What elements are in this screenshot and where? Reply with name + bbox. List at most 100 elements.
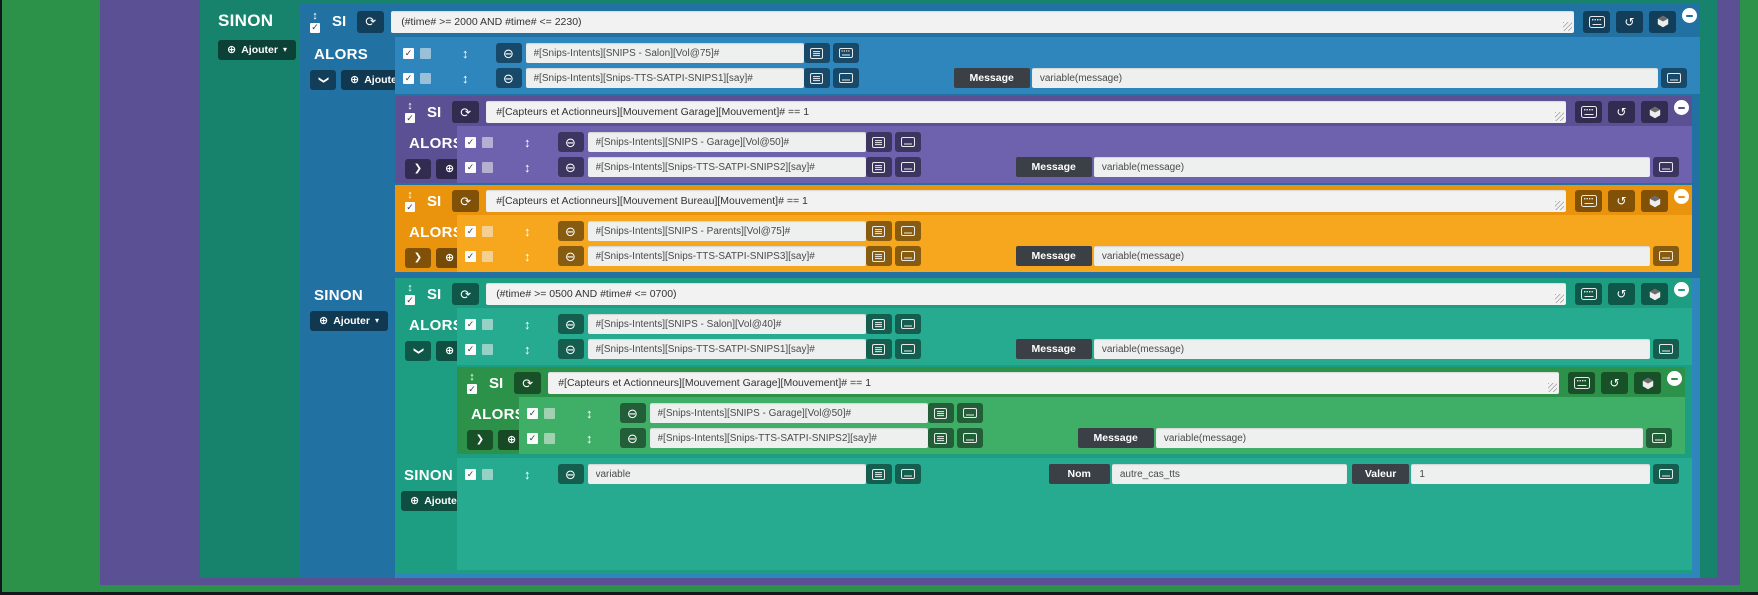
condition-checkbox[interactable]: ✓	[467, 384, 477, 394]
keyboard-button[interactable]	[894, 314, 921, 334]
action-checkbox[interactable]: ✓	[527, 407, 538, 419]
action-checkbox-secondary[interactable]	[420, 47, 431, 59]
condition-input[interactable]	[486, 190, 1566, 212]
select-command-button[interactable]	[803, 68, 830, 88]
keyboard-button[interactable]	[1653, 157, 1679, 177]
condition-checkbox[interactable]: ✓	[405, 202, 415, 212]
drag-handle-icon[interactable]: ↕	[524, 466, 531, 482]
drag-handle-icon[interactable]: ↕	[407, 282, 413, 294]
message-input[interactable]	[1093, 339, 1650, 359]
select-command-button[interactable]	[865, 221, 892, 241]
keyboard-button[interactable]	[956, 403, 983, 423]
remove-action-button[interactable]: ⊖	[557, 464, 584, 484]
keyboard-button[interactable]	[1575, 101, 1602, 123]
test-expression-button[interactable]	[1641, 283, 1668, 305]
condition-input[interactable]	[486, 283, 1566, 305]
resize-grip-icon[interactable]	[1563, 21, 1572, 31]
drag-handle-icon[interactable]: ↕	[524, 341, 531, 357]
drag-handle-icon[interactable]: ↕	[586, 405, 593, 421]
condition-checkbox[interactable]: ✓	[405, 295, 415, 305]
condition-input[interactable]	[391, 10, 1574, 33]
condition-checkbox[interactable]: ✓	[405, 113, 415, 123]
action-checkbox-secondary[interactable]	[544, 432, 555, 444]
refresh-button[interactable]: ⟳	[357, 10, 385, 33]
collapse-block-button[interactable]	[1667, 371, 1682, 386]
condition-input[interactable]	[548, 372, 1559, 394]
keyboard-button[interactable]	[1575, 283, 1602, 305]
remove-action-button[interactable]: ⊖	[557, 221, 584, 241]
keyboard-button[interactable]	[894, 246, 921, 266]
keyboard-button[interactable]	[894, 221, 921, 241]
drag-handle-icon[interactable]: ↕	[407, 100, 413, 112]
expand-section-button[interactable]: ❯	[405, 159, 431, 179]
select-command-button[interactable]	[865, 132, 892, 152]
select-command-button[interactable]	[865, 246, 892, 266]
action-checkbox-secondary[interactable]	[420, 72, 431, 84]
drag-handle-icon[interactable]: ↕	[524, 159, 531, 175]
command-input[interactable]	[587, 132, 866, 152]
action-checkbox-secondary[interactable]	[482, 318, 493, 330]
condition-input[interactable]	[486, 101, 1566, 123]
test-expression-button[interactable]	[1641, 101, 1668, 123]
command-input[interactable]	[649, 403, 928, 423]
keyboard-button[interactable]	[1583, 10, 1610, 33]
collapse-section-button[interactable]: ❯	[405, 341, 431, 361]
drag-handle-icon[interactable]: ↕	[524, 223, 531, 239]
refresh-button[interactable]: ⟳	[452, 283, 480, 305]
keyboard-button[interactable]	[894, 464, 921, 484]
command-input[interactable]	[587, 221, 866, 241]
message-input[interactable]	[1093, 157, 1650, 177]
select-command-button[interactable]	[865, 157, 892, 177]
action-checkbox[interactable]: ✓	[465, 343, 476, 355]
drag-handle-icon[interactable]: ↕	[462, 45, 469, 61]
action-checkbox[interactable]: ✓	[465, 225, 476, 237]
remove-action-button[interactable]: ⊖	[557, 339, 584, 359]
drag-handle-icon[interactable]: ↕	[407, 189, 413, 201]
select-command-button[interactable]	[865, 339, 892, 359]
action-checkbox-secondary[interactable]	[482, 343, 493, 355]
command-input[interactable]	[587, 314, 866, 334]
action-checkbox-secondary[interactable]	[482, 250, 493, 262]
action-checkbox-secondary[interactable]	[544, 407, 555, 419]
action-checkbox[interactable]: ✓	[465, 318, 476, 330]
keyboard-button[interactable]	[1653, 339, 1679, 359]
expand-section-button[interactable]: ❯	[467, 430, 493, 450]
message-input[interactable]	[1155, 428, 1643, 448]
variable-value-input[interactable]	[1411, 464, 1650, 484]
drag-handle-icon[interactable]: ↕	[524, 134, 531, 150]
history-button[interactable]: ↺	[1608, 101, 1635, 123]
keyboard-button[interactable]	[1568, 372, 1595, 394]
history-button[interactable]: ↺	[1616, 10, 1643, 33]
collapse-block-button[interactable]	[1674, 189, 1689, 204]
action-checkbox[interactable]: ✓	[465, 468, 476, 480]
keyboard-button[interactable]	[1646, 428, 1672, 448]
refresh-button[interactable]: ⟳	[514, 372, 542, 394]
collapse-section-button[interactable]: ❯	[310, 70, 336, 90]
action-checkbox[interactable]: ✓	[465, 250, 476, 262]
keyboard-button[interactable]	[894, 132, 921, 152]
message-input[interactable]	[1031, 68, 1658, 88]
remove-action-button[interactable]: ⊖	[495, 43, 522, 63]
keyboard-button[interactable]	[894, 157, 921, 177]
drag-handle-icon[interactable]: ↕	[469, 371, 475, 383]
remove-action-button[interactable]: ⊖	[495, 68, 522, 88]
select-command-button[interactable]	[927, 403, 954, 423]
remove-action-button[interactable]: ⊖	[557, 246, 584, 266]
resize-grip-icon[interactable]	[1555, 294, 1564, 303]
test-expression-button[interactable]	[1634, 372, 1661, 394]
drag-handle-icon[interactable]: ↕	[524, 248, 531, 264]
action-checkbox[interactable]: ✓	[465, 161, 476, 173]
resize-grip-icon[interactable]	[1555, 201, 1564, 210]
keyboard-button[interactable]	[1661, 68, 1687, 88]
test-expression-button[interactable]	[1649, 10, 1676, 33]
collapse-block-button[interactable]	[1674, 100, 1689, 115]
variable-name-input[interactable]	[1111, 464, 1347, 484]
add-action-button[interactable]: ⊕Ajouter▾	[218, 40, 296, 60]
test-expression-button[interactable]	[1641, 190, 1668, 212]
command-input[interactable]	[525, 43, 804, 63]
add-action-button[interactable]: ⊕Ajouter▾	[310, 311, 388, 331]
expand-section-button[interactable]: ❯	[405, 248, 431, 268]
collapse-block-button[interactable]	[1674, 282, 1689, 297]
history-button[interactable]: ↺	[1601, 372, 1628, 394]
keyboard-button[interactable]	[1653, 464, 1679, 484]
